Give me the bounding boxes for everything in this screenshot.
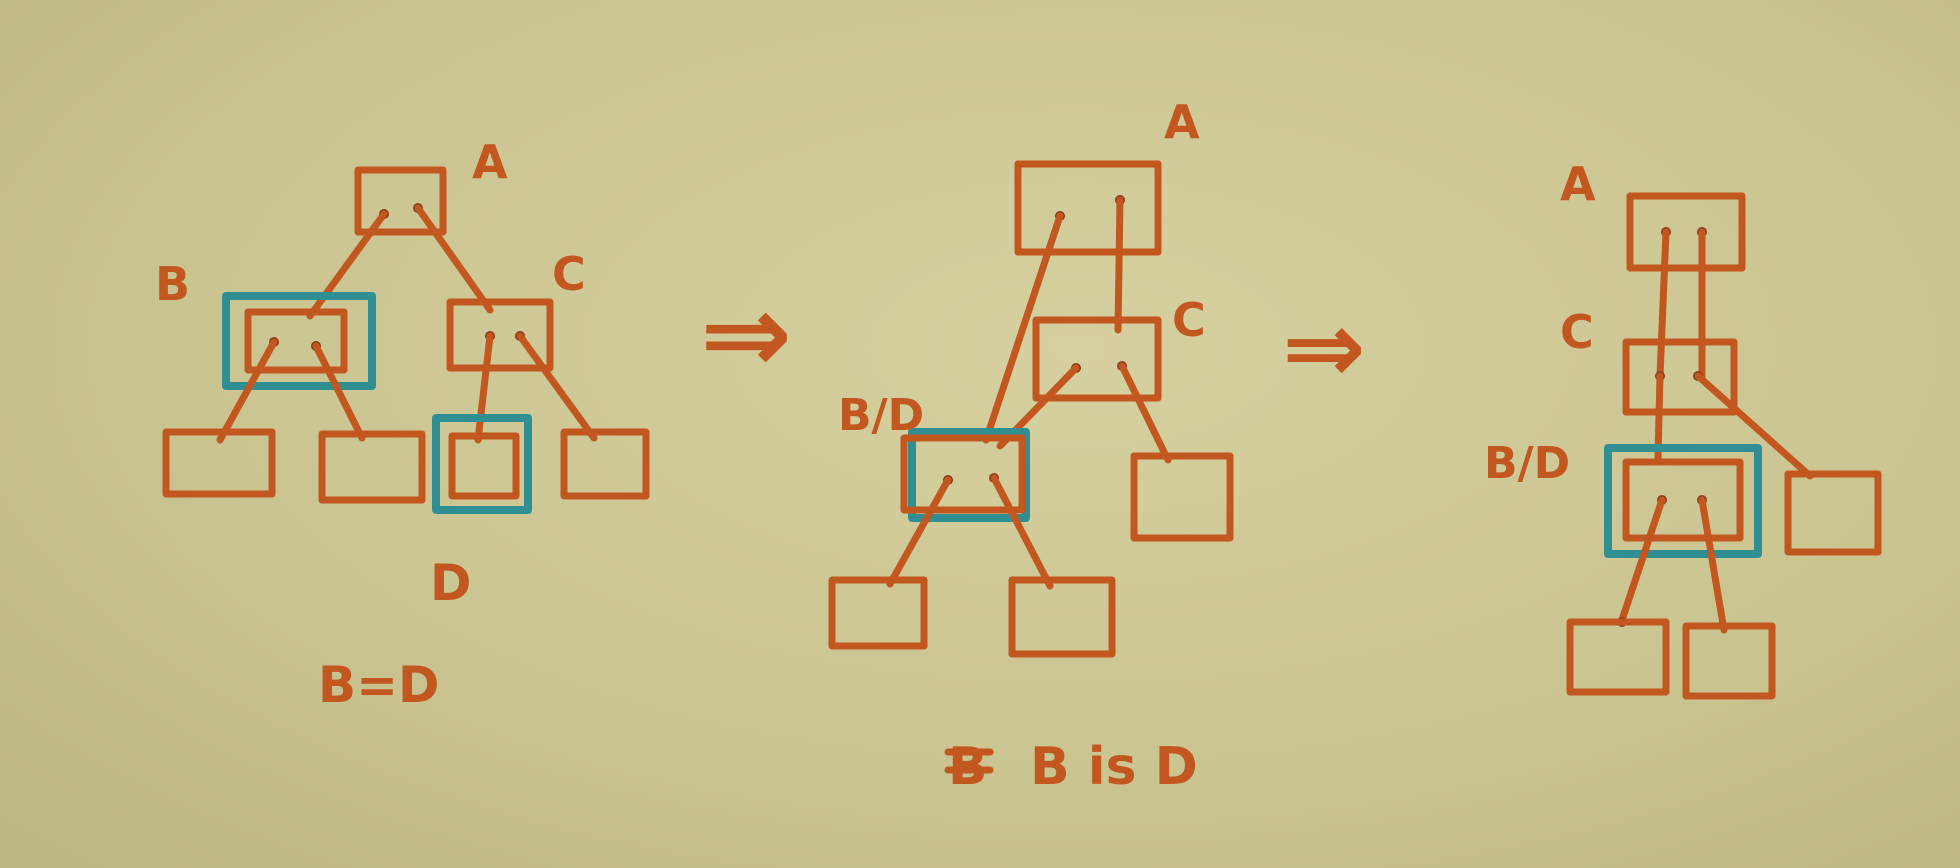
panel-2-merged-tree: A C B/D B is D B — [828, 95, 1234, 797]
node-c — [1032, 316, 1162, 402]
node-b — [244, 308, 348, 374]
leaf-bd-left — [828, 576, 928, 650]
leaf-c-right — [1130, 452, 1234, 542]
edge-c-right — [516, 332, 598, 442]
node-d — [448, 432, 520, 500]
leaf-bd-right — [1682, 622, 1776, 700]
panel-1-original-tree: A B C D B=D — [155, 135, 650, 714]
label-bd: B/D — [1484, 438, 1570, 489]
highlight-bd — [1604, 444, 1762, 558]
edge-c-right — [1118, 362, 1172, 464]
node-c — [446, 298, 554, 372]
node-a — [354, 166, 447, 236]
edge-b-right — [312, 342, 366, 442]
highlight-b — [222, 292, 376, 390]
transform-arrow-1: ⇒ — [700, 270, 792, 398]
edge-bd-left — [1618, 496, 1666, 624]
edge-bd-right — [1698, 496, 1728, 634]
leaf-b-left — [162, 428, 276, 498]
caption-b-is-d: B is D — [1030, 737, 1198, 797]
leaf-c-right — [1784, 470, 1882, 556]
highlight-d — [432, 414, 532, 514]
edge-b-left — [216, 338, 278, 444]
edge-a-c — [1114, 196, 1124, 334]
edge-c-right — [1694, 372, 1814, 480]
panel-3-final-tree: A C B/D — [1484, 157, 1882, 700]
leaf-bd-left — [1566, 618, 1670, 696]
leaf-b-right — [318, 430, 426, 504]
node-bd — [900, 434, 1026, 514]
edge-c-d — [474, 332, 494, 444]
edge-bd-left — [886, 476, 952, 588]
label-a: A — [1164, 95, 1200, 149]
label-d: D — [430, 554, 472, 612]
caption-b-equals-d: B=D — [318, 656, 440, 714]
edge-a-bd — [982, 212, 1064, 444]
label-b: B — [155, 257, 190, 311]
edge-bd-right — [990, 474, 1054, 590]
node-a — [1014, 160, 1162, 256]
node-c — [1622, 338, 1738, 416]
label-bd: B/D — [838, 390, 924, 441]
label-c: C — [552, 247, 586, 301]
label-c: C — [1560, 305, 1594, 359]
edge-a-c-left — [1656, 228, 1670, 380]
edge-a-c — [414, 204, 494, 314]
label-a: A — [472, 135, 508, 189]
node-a — [1626, 192, 1746, 272]
highlight-bd — [908, 428, 1030, 522]
label-c: C — [1172, 293, 1206, 347]
leaf-bd-right — [1008, 576, 1116, 658]
label-a: A — [1560, 157, 1596, 211]
leaf-c-right — [560, 428, 650, 500]
transform-arrow-2: ⇒ — [1282, 289, 1366, 406]
node-bd — [1622, 458, 1744, 542]
scribble-strikethrough — [944, 748, 994, 774]
